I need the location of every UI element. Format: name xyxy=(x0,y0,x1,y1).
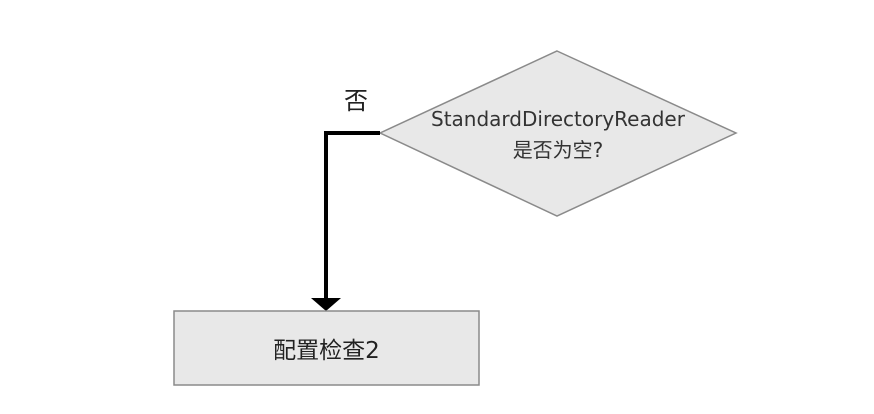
connector-arrowhead xyxy=(311,298,341,311)
decision-label-line2: 是否为空? xyxy=(512,138,604,162)
connector-no-branch xyxy=(324,131,380,300)
process-box xyxy=(173,310,480,386)
decision-label: StandardDirectoryReader 是否为空? xyxy=(400,104,716,166)
process-label: 配置检查2 xyxy=(273,338,380,364)
edge-label-no: 否 xyxy=(344,87,368,115)
decision-label-line1: StandardDirectoryReader xyxy=(431,107,685,131)
decision-diamond xyxy=(378,50,738,217)
